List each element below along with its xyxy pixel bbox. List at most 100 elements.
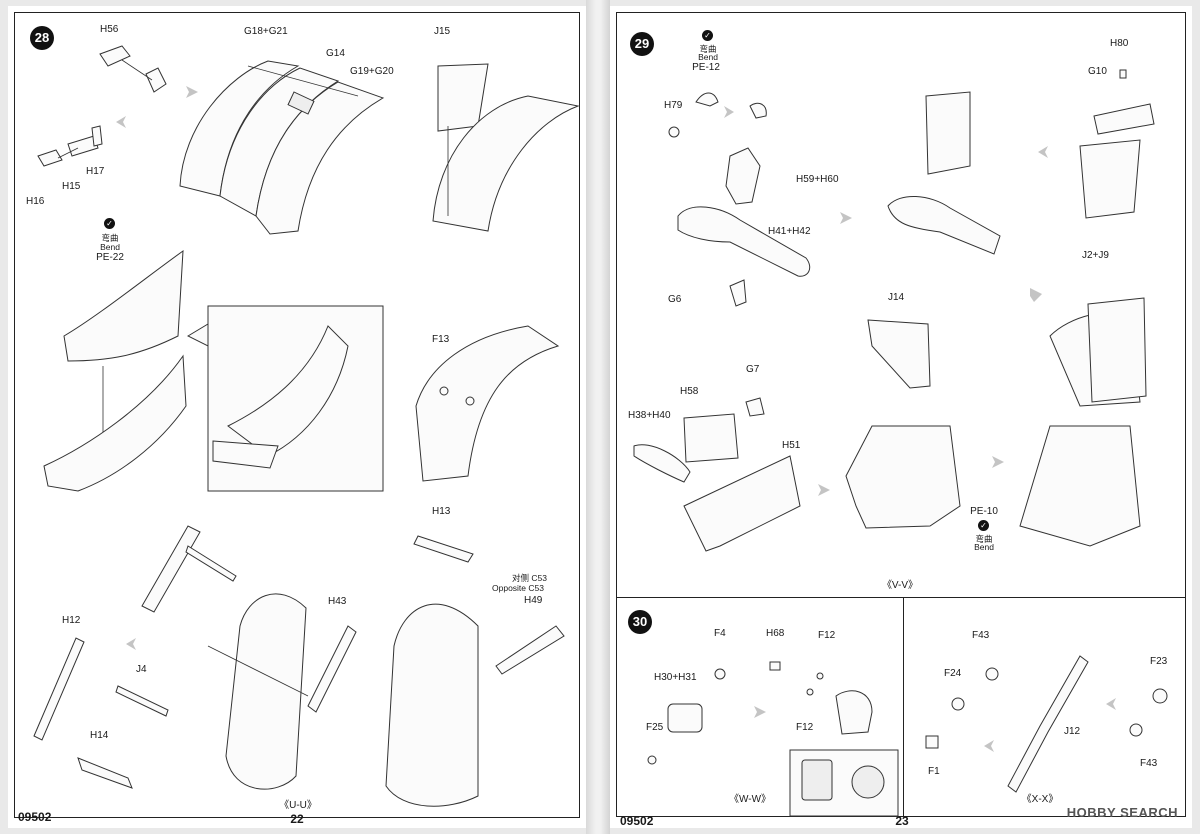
view-label-vv: 《V-V》	[881, 580, 919, 591]
part-j14-h51-assembly	[633, 319, 961, 552]
part-f13-assembly	[415, 325, 560, 482]
label-f43-b: F43	[1140, 758, 1158, 769]
bend-icon: ✓	[702, 30, 713, 41]
label-h15: H15	[62, 181, 81, 192]
label-j4: J4	[136, 664, 147, 675]
part-pe22-sheet	[43, 249, 187, 492]
book-spine	[586, 0, 610, 834]
part-j15-fender	[432, 63, 580, 232]
assembly-arrow	[126, 638, 136, 650]
label-f25: F25	[646, 722, 664, 733]
page-23: 29 ✓ 弯曲 Bend PE-12 H79 H59+H60 H41+H42 G…	[610, 6, 1192, 828]
label-h38-h40: H38+H40	[628, 410, 671, 421]
part-fender-g18-g21	[179, 60, 385, 235]
step-28-drawings	[33, 45, 580, 807]
step-30-number: 30	[628, 610, 652, 634]
page-22: 28 H56 G18+G21 G14 G19+G20 J15 H17 H15 H…	[8, 6, 586, 828]
label-g18-g21: G18+G21	[244, 26, 288, 37]
step-28-frame	[14, 12, 580, 818]
label-h68: H68	[766, 628, 785, 639]
part-h30-h31	[647, 668, 726, 765]
label-g14: G14	[326, 48, 345, 59]
label-pe12: PE-12	[692, 62, 720, 73]
step-29-number: 29	[630, 32, 654, 56]
label-opposite-en: Opposite C53	[492, 583, 544, 593]
label-h12: H12	[62, 615, 81, 626]
label-pe22: PE-22	[96, 252, 124, 263]
label-h43: H43	[328, 596, 347, 607]
bend-icon: ✓	[104, 218, 115, 229]
part-h79-pe12	[668, 92, 767, 138]
step-30-frame-b	[903, 597, 1186, 817]
part-g6	[729, 279, 747, 307]
label-opposite-cn: 对侧 C53	[512, 573, 547, 583]
part-final-29	[1019, 297, 1147, 547]
label-h79: H79	[664, 100, 683, 111]
label-h41-h42: H41+H42	[768, 226, 811, 237]
assembly-arrow	[818, 484, 830, 496]
view-label-xx: 《X-X》	[1021, 794, 1059, 805]
label-bend-cn: 弯曲	[699, 44, 717, 54]
label-f24: F24	[944, 668, 962, 679]
part-j12-assembly	[925, 655, 1168, 793]
part-frame-assembly	[141, 525, 357, 790]
label-f43-a: F43	[972, 630, 990, 641]
assembly-arrow	[186, 86, 198, 98]
assembly-arrow	[1106, 698, 1116, 710]
doc-code-right: 09502	[620, 814, 654, 828]
assembly-arrow	[1030, 288, 1042, 302]
label-f12-a: F12	[818, 630, 836, 641]
assembly-arrow	[724, 106, 734, 118]
label-bend2-cn: 弯曲	[975, 534, 993, 544]
detail-inset	[186, 305, 384, 492]
label-h56: H56	[100, 24, 119, 35]
part-h80-g10-j2j9	[887, 69, 1155, 255]
step-28-number: 28	[30, 26, 54, 50]
label-bend2-en: Bend	[974, 542, 994, 552]
doc-code-left: 09502	[18, 810, 52, 824]
label-h16: H16	[26, 196, 45, 207]
detail-inset-30	[789, 749, 899, 817]
label-j2-j9: J2+J9	[1082, 250, 1109, 261]
page-number-23: 23	[895, 814, 909, 828]
label-h14: H14	[90, 730, 109, 741]
part-h59-h60	[725, 147, 761, 205]
bend-icon: ✓	[978, 520, 989, 531]
label-f13: F13	[432, 334, 450, 345]
label-g7: G7	[746, 364, 760, 375]
label-pe10: PE-10	[970, 506, 998, 517]
assembly-arrow	[754, 706, 766, 718]
label-h59-h60: H59+H60	[796, 174, 839, 185]
label-h30-h31: H30+H31	[654, 672, 697, 683]
view-label-uu: 《U-U》	[279, 800, 317, 811]
assembly-arrow	[992, 456, 1004, 468]
label-f23: F23	[1150, 656, 1168, 667]
label-f4: F4	[714, 628, 726, 639]
label-g10: G10	[1088, 66, 1107, 77]
label-h49: H49	[524, 595, 543, 606]
label-g6: G6	[668, 294, 682, 305]
part-h56	[99, 45, 167, 93]
part-h41-h42	[677, 206, 811, 277]
step-29-30-drawings	[633, 69, 1168, 817]
label-j14: J14	[888, 292, 905, 303]
label-bend-cn: 弯曲	[101, 233, 119, 243]
label-bend-en: Bend	[100, 242, 120, 252]
part-h68-f12	[769, 661, 873, 735]
label-h80: H80	[1110, 38, 1129, 49]
page-number-22: 22	[290, 812, 304, 826]
view-label-ww: 《W-W》	[728, 794, 772, 805]
label-f1: F1	[928, 766, 940, 777]
part-final-assembly	[385, 535, 565, 807]
assembly-arrow	[984, 740, 994, 752]
assembly-arrow	[840, 212, 852, 224]
label-j12: J12	[1064, 726, 1081, 737]
label-h13: H13	[432, 506, 451, 517]
assembly-arrow	[1038, 146, 1048, 158]
label-h58: H58	[680, 386, 699, 397]
label-h17: H17	[86, 166, 105, 177]
label-bend-en: Bend	[698, 52, 718, 62]
label-j15: J15	[434, 26, 451, 37]
label-f12-b: F12	[796, 722, 814, 733]
part-h12	[33, 637, 169, 789]
